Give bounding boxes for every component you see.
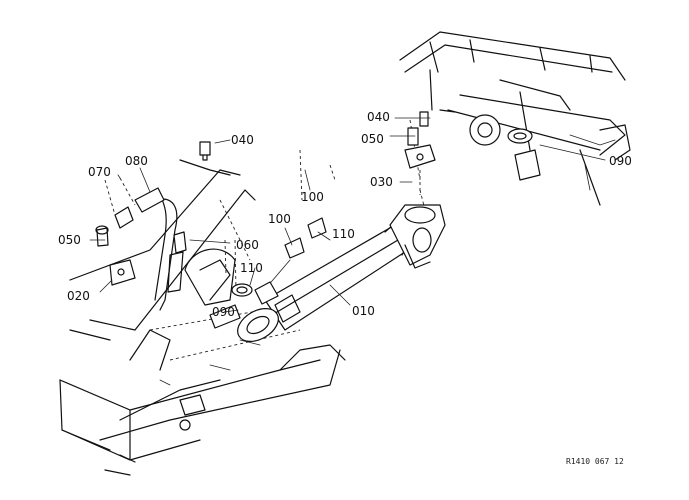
callout-030: 030 <box>370 175 393 189</box>
callout-060: 060 <box>236 238 259 252</box>
callout-050-left: 050 <box>58 233 81 247</box>
callout-110-lower: 110 <box>240 261 263 275</box>
drawing-reference-code: R1410 067 12 <box>566 457 624 466</box>
callout-090-left: 090 <box>212 305 235 319</box>
callout-labels: 040 040 050 030 090 070 080 050 020 060 … <box>58 110 632 319</box>
callout-110-upper: 110 <box>332 227 355 241</box>
callout-010: 010 <box>352 304 375 318</box>
lift-cylinder <box>237 204 446 342</box>
callout-090-right: 090 <box>609 154 632 168</box>
callout-020: 020 <box>67 289 90 303</box>
callout-040-right: 040 <box>367 110 390 124</box>
callout-080: 080 <box>125 154 148 168</box>
callout-100-lower: 100 <box>268 212 291 226</box>
callout-050-right: 050 <box>361 132 384 146</box>
callout-100-upper: 100 <box>301 190 324 204</box>
leader-lines <box>89 117 606 313</box>
callout-040-left: 040 <box>231 133 254 147</box>
callout-070: 070 <box>88 165 111 179</box>
small-parts <box>95 111 541 329</box>
